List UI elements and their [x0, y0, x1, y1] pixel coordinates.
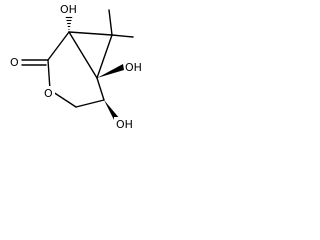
bond-c1-c2 [47, 31, 70, 61]
hashed-bond-c1-oh [65, 16, 73, 31]
wedge-bond-c6-oh [97, 64, 124, 78]
hydroxyl-label-c6: OH [125, 61, 142, 74]
ring-oxygen-label: O [44, 87, 53, 100]
carbonyl-oxygen-label: O [10, 56, 19, 69]
cyclopropane-ring [68, 31, 113, 79]
bond-c5-c6 [96, 77, 105, 101]
bond-c2-o3 [47, 59, 51, 91]
hydroxyl-label-c1: OH [60, 3, 77, 16]
chemical-structure: OH OH OH O O [9, 2, 148, 131]
bond-c4-c5 [75, 99, 105, 108]
hydroxyl-label-c5: OH [116, 118, 133, 131]
carbonyl-double-bond [21, 59, 49, 66]
bond-c6-c7 [96, 34, 113, 79]
bond-c1-c6 [68, 31, 98, 79]
wedge-bond-c5-oh [104, 100, 120, 122]
bond-c7-methyl-b [111, 34, 134, 38]
bond-c7-methyl-a [108, 9, 113, 36]
bond-c1-c7 [68, 31, 113, 36]
atom-labels: OH OH OH O O [9, 2, 148, 131]
gem-dimethyl [108, 9, 134, 38]
